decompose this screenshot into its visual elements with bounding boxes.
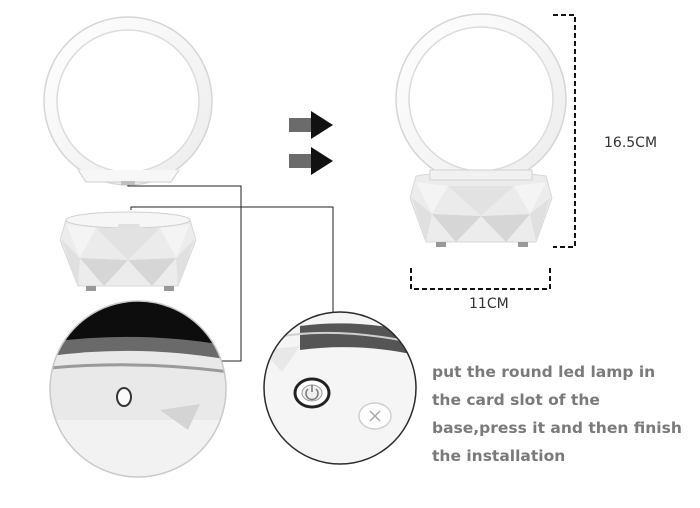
slot-closeup-circle xyxy=(49,300,227,478)
x-icon xyxy=(358,402,392,430)
instruction-line: base,press it and then finish xyxy=(432,419,682,437)
height-dimension-label: 16.5CM xyxy=(604,135,658,151)
button-closeup-circle xyxy=(263,311,417,465)
power-icon xyxy=(293,377,331,409)
assembled-lamp xyxy=(395,13,567,247)
installation-instructions: put the round led lamp in the card slot … xyxy=(432,358,694,470)
width-dimension-label: 11CM xyxy=(469,296,509,312)
instruction-line: the installation xyxy=(432,447,566,465)
diamond-base-separate xyxy=(59,211,197,291)
instruction-line: put the round led lamp in xyxy=(432,363,656,381)
width-dimension-line xyxy=(410,268,551,290)
ring-lamp-separate xyxy=(43,16,213,186)
connector-lines xyxy=(127,185,334,362)
instruction-line: the card slot of the xyxy=(432,391,600,409)
height-dimension-line xyxy=(553,14,576,248)
double-right-arrow-icon xyxy=(289,111,333,175)
